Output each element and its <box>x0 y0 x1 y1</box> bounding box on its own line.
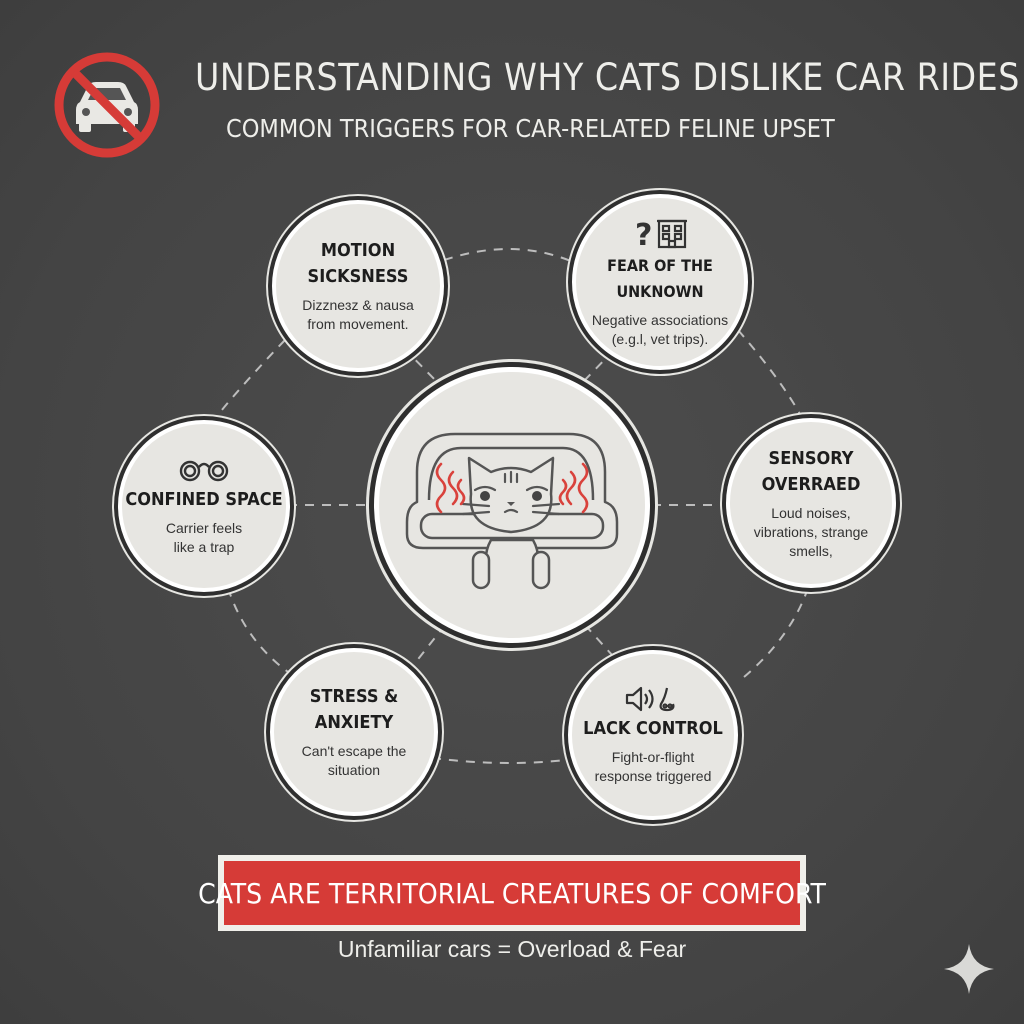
sparkle-icon <box>944 944 994 994</box>
node-fear-of-unknown: ? FEAR OF THE UNKNOWN Negative associati… <box>572 194 748 370</box>
node-desc: Loud noises, vibrations, strange smells, <box>753 504 869 559</box>
spoke-motion <box>391 335 441 386</box>
center-circle <box>374 367 650 643</box>
handcuffs-icon <box>179 460 229 482</box>
outer-ring-link-bottom-right <box>737 587 809 683</box>
node-title: LACK CONTROL <box>583 718 723 739</box>
page-subtitle: COMMON TRIGGERS FOR CAR-RELATED FELINE U… <box>226 114 835 143</box>
node-desc: Dizzneɜz & nausa from movement. <box>302 297 414 332</box>
node-desc: Fight-or-flight response triggered <box>594 749 712 784</box>
outer-ring-link-bottom-left <box>227 587 289 673</box>
node-title: MOTION SICKSNESS <box>307 240 409 287</box>
node-desc: Can't escape the situation <box>301 743 407 778</box>
node-sensory-overload: SENSORY OVERRAED Loud noises, vibrations… <box>726 418 896 588</box>
outer-ring-link-bottom <box>431 757 583 764</box>
node-title: CONFINED SPACE <box>125 489 283 510</box>
node-desc: Carrier feels like a trap <box>165 520 243 555</box>
outer-ring-link-top-right <box>737 329 809 431</box>
key-message-banner: CATS ARE TERRITORIAL CREATURES OF COMFOR… <box>198 855 826 931</box>
no-car-icon <box>54 52 160 158</box>
node-title: FEAR OF THE UNKNOWN <box>607 256 713 301</box>
node-title: STRESS & ANXIETY <box>309 686 399 733</box>
banner-text: CATS ARE TERRITORIAL CREATURES OF COMFOR… <box>198 861 826 925</box>
question-building-icon: ? <box>635 218 687 251</box>
node-title: SENSORY OVERRAED <box>761 447 861 495</box>
node-motion-sickness: MOTION SICKSNESS Dizzneɜz & nausa from m… <box>272 200 444 372</box>
page-title: UNDERSTANDING WHY CATS DISLIKE CAR RIDES <box>195 56 1020 99</box>
node-desc: Negative associations (e.g.l, vet trips)… <box>591 312 729 347</box>
footer-caption: Unfamiliar cars = Overload & Fear <box>337 936 687 962</box>
spoke-fear <box>579 349 615 386</box>
svg-text:?: ? <box>635 218 652 251</box>
stressed-cat-in-car-icon <box>405 432 619 590</box>
node-confined-space: CONFINED SPACE Carrier feels like a trap <box>118 420 290 592</box>
outer-ring-link-top <box>427 248 583 267</box>
sound-and-nose-icon <box>625 686 675 712</box>
node-stress-anxiety: STRESS & ANXIETY Can't escape the situat… <box>270 648 438 816</box>
node-lack-control: LACK CONTROL Fight-or-flight response tr… <box>568 650 738 820</box>
